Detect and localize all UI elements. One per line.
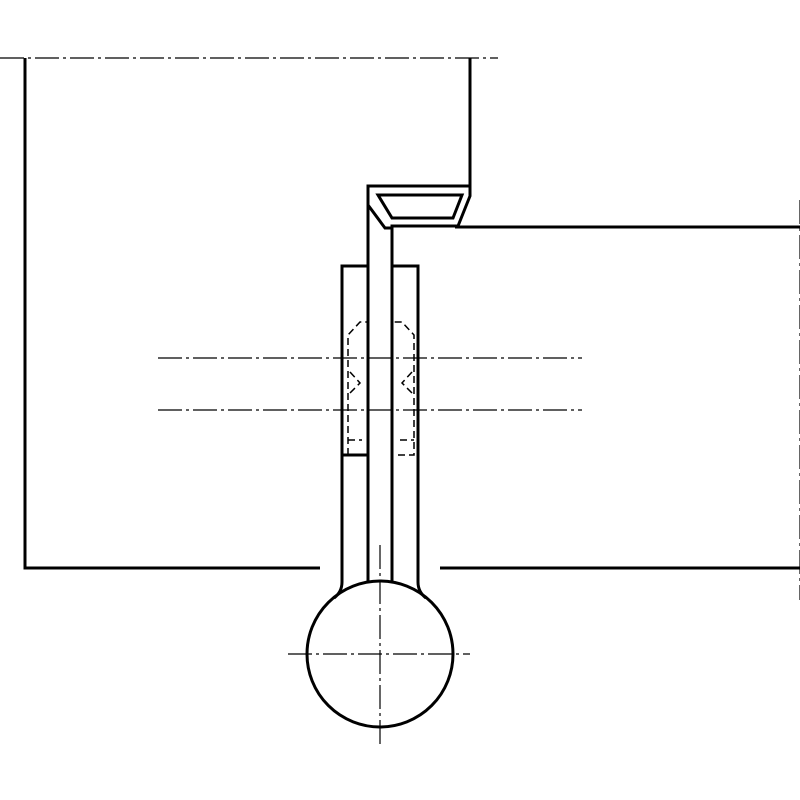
hidden-pocket-left-mid (349, 371, 362, 394)
hidden-pocket-left-upper (347, 321, 368, 455)
hinge-body-right-edge (392, 264, 420, 568)
hidden-pocket-right-upper (394, 321, 415, 456)
hinge-head-outer (366, 184, 472, 230)
hidden-pocket-right-mid (400, 371, 413, 394)
hinge-head-inner (375, 193, 465, 220)
hinge-body-left-edge (340, 264, 368, 568)
frame-left-outline (23, 58, 320, 570)
